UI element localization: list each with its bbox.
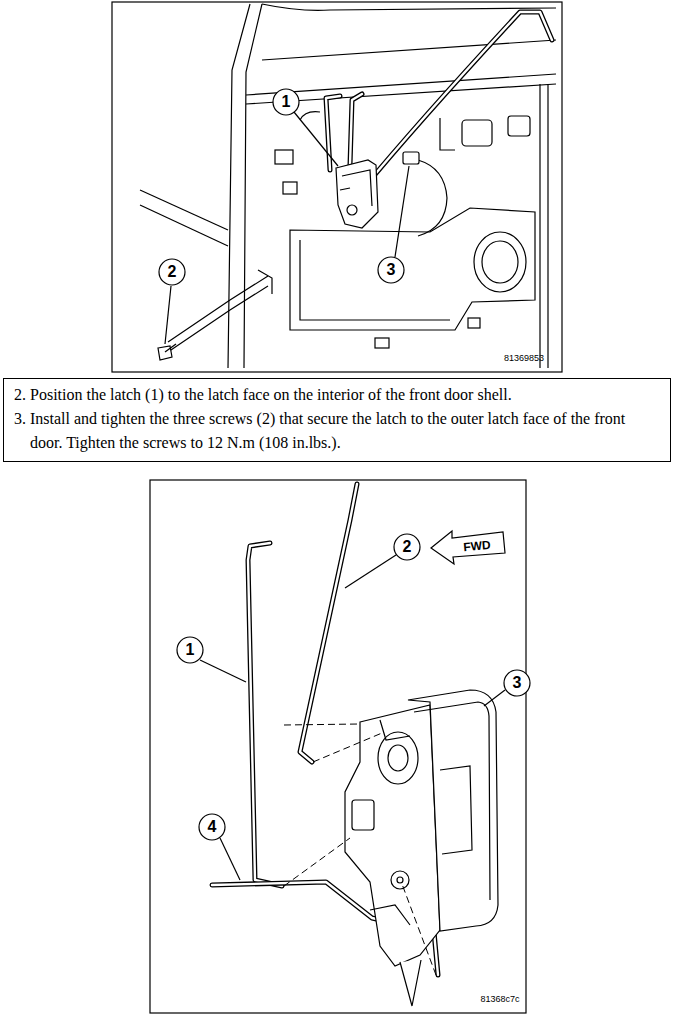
- callout-number: 3: [387, 262, 396, 278]
- callout-number: 4: [208, 819, 217, 835]
- figure-number: 81369853: [504, 354, 544, 363]
- callout-circle: [159, 259, 185, 285]
- door-latch: [345, 690, 498, 1006]
- callout-number: 3: [513, 675, 522, 691]
- callout-circle: [378, 257, 404, 283]
- door-latch: [336, 160, 378, 228]
- wire-connector: [403, 152, 447, 236]
- callout-circle: [199, 814, 225, 840]
- leader-lines: [200, 555, 505, 880]
- callout-circle: [504, 670, 530, 696]
- figure-frame: [112, 2, 562, 372]
- leader-lines: [165, 112, 409, 344]
- instruction-step: 3. Install and tighten the three screws …: [14, 407, 660, 455]
- callout-number: 2: [403, 539, 412, 555]
- door-shell: [140, 4, 556, 368]
- instruction-box: 2. Position the latch (1) to the latch f…: [3, 378, 671, 462]
- figure-frame: [150, 480, 526, 1013]
- callout-number: 1: [282, 94, 291, 110]
- rod-attach-lines: [284, 724, 436, 975]
- callout-number: 1: [186, 642, 195, 658]
- instruction-step: 2. Position the latch (1) to the latch f…: [14, 383, 660, 407]
- callout-circle: [177, 637, 203, 663]
- direction-label: FWD: [463, 539, 491, 553]
- callout-number: 2: [168, 264, 177, 280]
- figure-number: 81368c7c: [480, 995, 519, 1004]
- callout-circle: [394, 534, 420, 560]
- callout-circle: [273, 89, 299, 115]
- fwd-arrow: [431, 531, 505, 564]
